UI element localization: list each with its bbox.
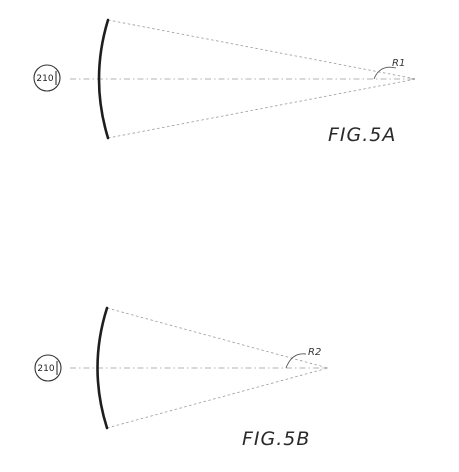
- reference-circle: [34, 354, 62, 382]
- lower-boundary-line: [107, 78, 417, 139]
- curved-surface-arc: [96, 306, 109, 430]
- reference-element-210: 210: [34, 354, 62, 382]
- reference-label: 210: [36, 74, 53, 84]
- upper-boundary-line: [106, 307, 329, 369]
- curved-surface-arc: [97, 18, 110, 140]
- figure-5b: 210 R2 FIG.5B: [34, 306, 329, 450]
- reference-label: 210: [37, 364, 54, 374]
- lower-boundary-line: [106, 367, 329, 429]
- figure-5a: 210 R1 FIG.5A: [33, 18, 417, 146]
- radius-label: R1: [392, 58, 405, 69]
- upper-boundary-line: [107, 19, 417, 80]
- figure-caption: FIG.5A: [328, 124, 396, 146]
- reference-element-210: 210: [33, 64, 61, 92]
- reference-circle: [33, 64, 61, 92]
- radius-angle-arc: [285, 353, 307, 369]
- radius-angle-arc: [373, 66, 397, 80]
- radius-label: R2: [308, 347, 321, 358]
- figure-caption: FIG.5B: [242, 428, 310, 450]
